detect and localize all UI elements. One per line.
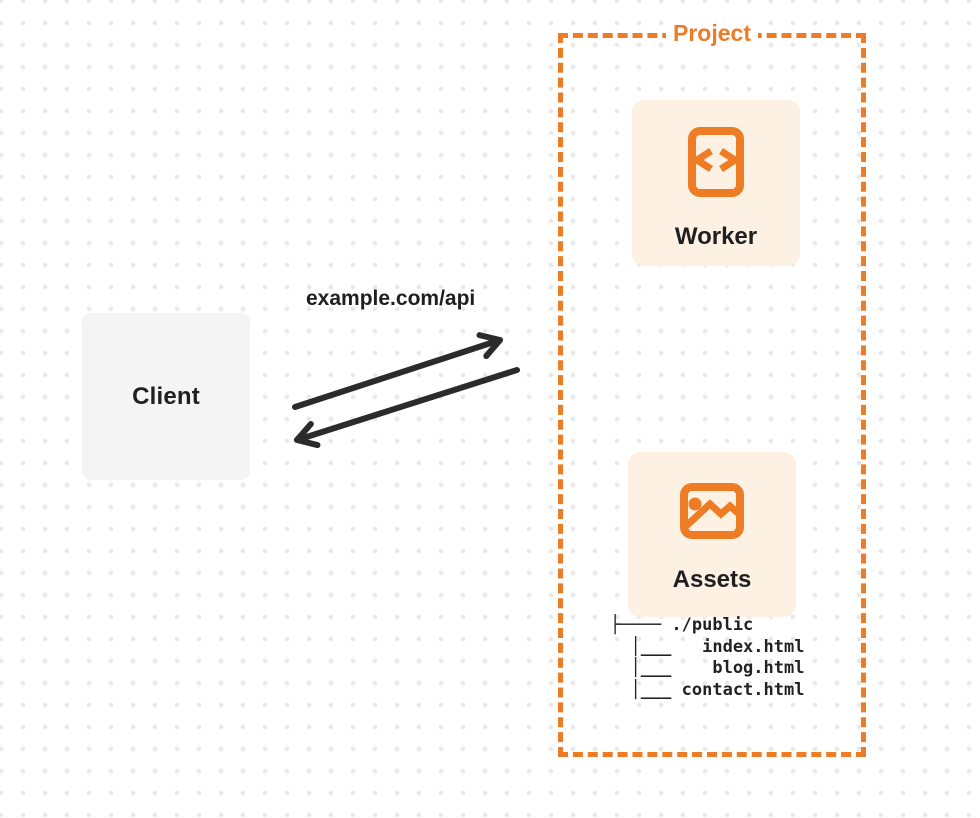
assets-node: Assets xyxy=(628,452,796,617)
client-label: Client xyxy=(132,382,200,410)
request-url-label: example.com/api xyxy=(306,287,476,310)
image-icon xyxy=(680,483,744,539)
request-arrow xyxy=(292,332,503,410)
file-tree-line: ├──── ./public xyxy=(610,615,754,635)
code-icon xyxy=(688,127,744,197)
file-tree-line: │___ index.html xyxy=(610,636,805,657)
file-tree-line: │___ blog.html xyxy=(610,658,805,678)
worker-label: Worker xyxy=(674,223,758,250)
worker-node: Worker xyxy=(632,100,800,266)
file-tree: ├──── ./public │___ index.html │___ blog… xyxy=(610,615,804,701)
response-arrow xyxy=(294,367,520,449)
project-label: Project xyxy=(666,19,758,47)
client-node: Client xyxy=(82,313,250,480)
file-tree-line: │___ contact.html xyxy=(610,679,805,700)
project-boundary: Project Worker Assets ├──── ./public │__… xyxy=(558,19,866,757)
assets-label: Assets xyxy=(672,566,752,593)
